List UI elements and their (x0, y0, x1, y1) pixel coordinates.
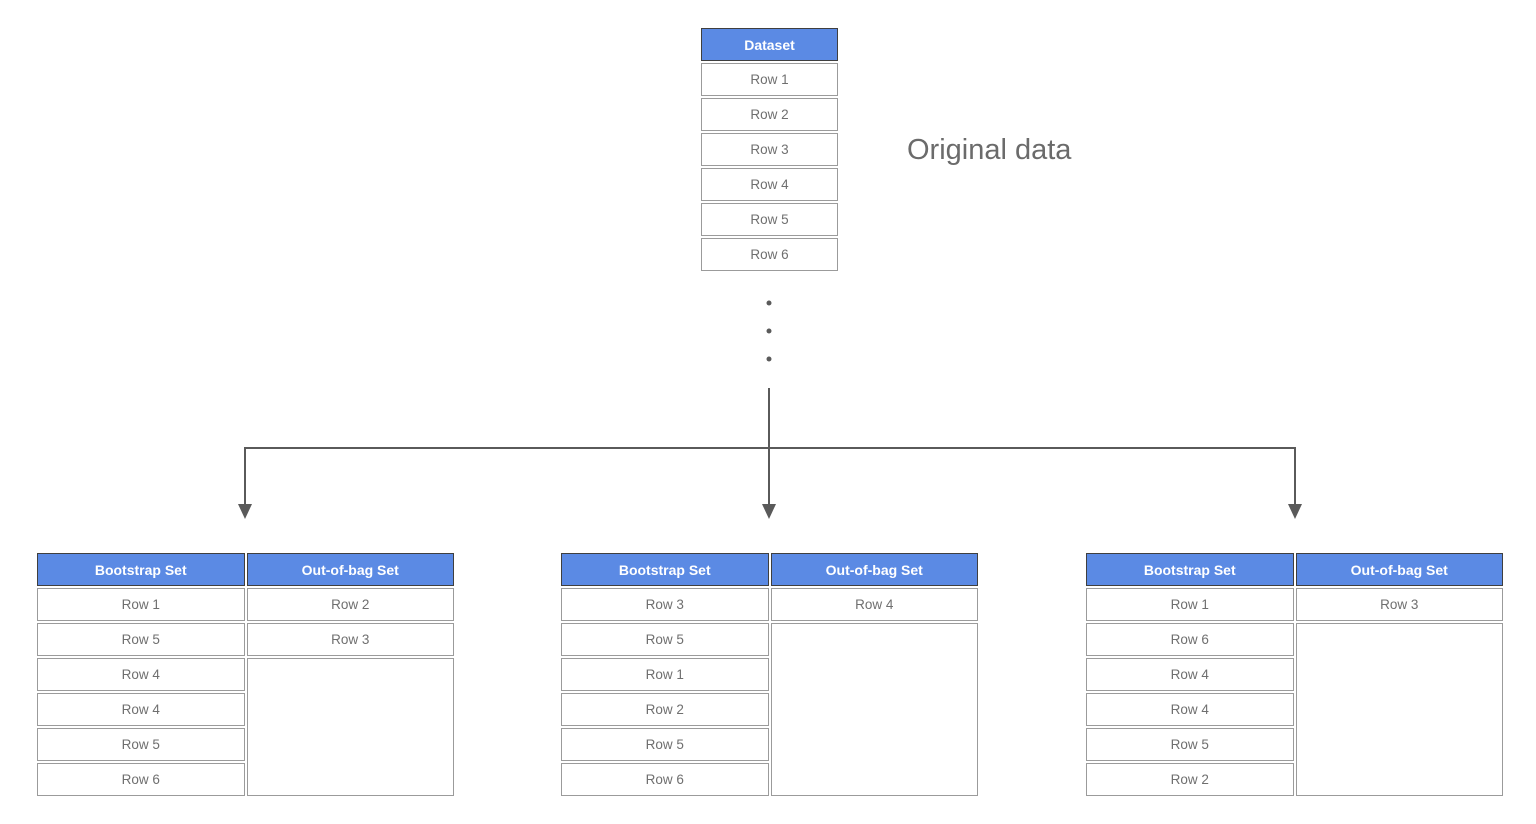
original-data-label: Original data (907, 134, 1072, 166)
bootstrap-row-cell: Row 5 (37, 623, 245, 656)
oob-row-cell: Row 3 (246, 623, 454, 656)
dataset-header-cell: Dataset (701, 28, 838, 61)
branch-connector (244, 388, 1296, 506)
oob-header-cell: Out-of-bag Set (246, 553, 454, 586)
bootstrap-row-cell: Row 1 (561, 658, 769, 691)
bootstrap-row-cell: Row 5 (37, 728, 245, 761)
bootstrap-row-cell: Row 6 (561, 763, 769, 796)
dataset-row-cell: Row 3 (701, 133, 838, 166)
oob-header-cell: Out-of-bag Set (770, 553, 978, 586)
down-arrow-icon (762, 504, 776, 519)
bootstrap-table-3: Bootstrap Set Out-of-bag Set Row 1 Row 3… (1084, 551, 1505, 798)
vertical-ellipsis-dot (766, 328, 772, 334)
bootstrap-row-cell: Row 1 (37, 588, 245, 621)
bootstrap-header-cell: Bootstrap Set (37, 553, 245, 586)
vertical-ellipsis-dot (766, 356, 772, 362)
oob-empty-cell (1295, 623, 1503, 796)
dataset-row-cell: Row 4 (701, 168, 838, 201)
vertical-ellipsis-dot (766, 300, 772, 306)
dataset-row-cell: Row 6 (701, 238, 838, 271)
bootstrap-row-cell: Row 6 (1086, 623, 1294, 656)
bootstrap-table-2: Bootstrap Set Out-of-bag Set Row 3 Row 4… (559, 551, 980, 798)
down-arrowheads (238, 504, 1302, 519)
dataset-row-cell: Row 2 (701, 98, 838, 131)
oob-header-cell: Out-of-bag Set (1295, 553, 1503, 586)
bootstrap-row-cell: Row 4 (1086, 658, 1294, 691)
bootstrap-header-cell: Bootstrap Set (1086, 553, 1294, 586)
bootstrap-row-cell: Row 5 (561, 623, 769, 656)
bootstrap-header-cell: Bootstrap Set (561, 553, 769, 586)
bootstrap-row-cell: Row 2 (561, 693, 769, 726)
down-arrow-icon (1288, 504, 1302, 519)
bootstrap-row-cell: Row 3 (561, 588, 769, 621)
oob-empty-cell (246, 658, 454, 796)
bootstrap-row-cell: Row 2 (1086, 763, 1294, 796)
oob-empty-cell (770, 623, 978, 796)
bootstrap-row-cell: Row 5 (1086, 728, 1294, 761)
oob-row-cell: Row 3 (1295, 588, 1503, 621)
bootstrap-row-cell: Row 5 (561, 728, 769, 761)
oob-row-cell: Row 2 (246, 588, 454, 621)
bootstrap-row-cell: Row 4 (37, 693, 245, 726)
bootstrap-row-cell: Row 6 (37, 763, 245, 796)
dataset-table: Dataset Row 1 Row 2 Row 3 Row 4 Row 5 Ro… (699, 26, 840, 273)
dataset-row-cell: Row 1 (701, 63, 838, 96)
bootstrap-table-1: Bootstrap Set Out-of-bag Set Row 1 Row 2… (35, 551, 456, 798)
bootstrap-row-cell: Row 4 (1086, 693, 1294, 726)
oob-row-cell: Row 4 (770, 588, 978, 621)
dataset-row-cell: Row 5 (701, 203, 838, 236)
vertical-ellipsis (766, 300, 772, 362)
down-arrow-icon (238, 504, 252, 519)
bootstrap-row-cell: Row 4 (37, 658, 245, 691)
bootstrap-row-cell: Row 1 (1086, 588, 1294, 621)
